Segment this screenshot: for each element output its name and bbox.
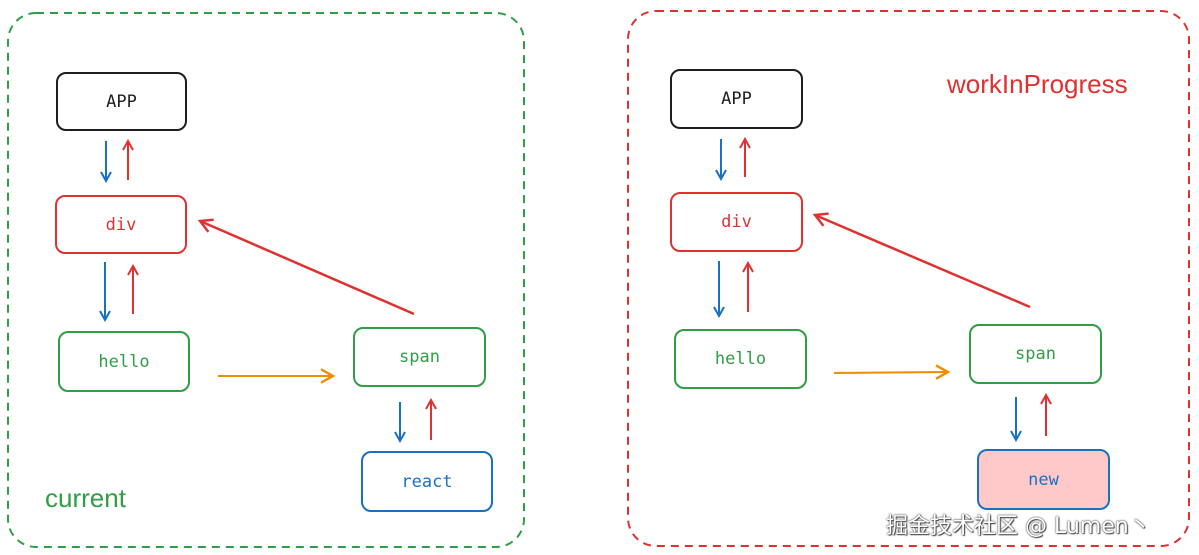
current-node-hello: hello [58, 331, 190, 392]
wip-node-app-label: APP [721, 89, 752, 109]
current-node-react-label: react [401, 471, 453, 492]
wip-span-div-return-arrow [812, 212, 1031, 309]
current-node-react: react [361, 451, 493, 512]
wip-node-div: div [670, 192, 803, 252]
wip-label: workInProgress [947, 69, 1128, 99]
current-node-div: div [55, 195, 187, 254]
wip-hello-span-sibling-arrow [833, 364, 951, 380]
current-label: current [45, 483, 126, 513]
wip-node-div-label: div [721, 212, 752, 232]
current-node-app: APP [56, 72, 187, 131]
current-node-div-label: div [105, 214, 137, 235]
watermark: 掘金技术社区 @ Lumen丶 [886, 514, 1151, 539]
current-span-div-return-arrow [197, 218, 415, 316]
current-node-app-label: APP [106, 91, 137, 112]
wip-panel-border [627, 10, 1190, 547]
wip-node-span-label: span [1015, 344, 1056, 364]
current-node-hello-label: hello [98, 351, 150, 372]
current-panel-border [7, 12, 525, 548]
wip-node-span: span [969, 324, 1102, 384]
wip-node-new: new [977, 449, 1110, 510]
wip-node-hello-label: hello [714, 349, 767, 369]
current-node-span-label: span [399, 347, 440, 367]
wip-node-app: APP [670, 69, 803, 129]
current-node-span: span [353, 327, 486, 387]
wip-node-new-label: new [1028, 469, 1059, 490]
wip-node-hello: hello [674, 329, 807, 389]
